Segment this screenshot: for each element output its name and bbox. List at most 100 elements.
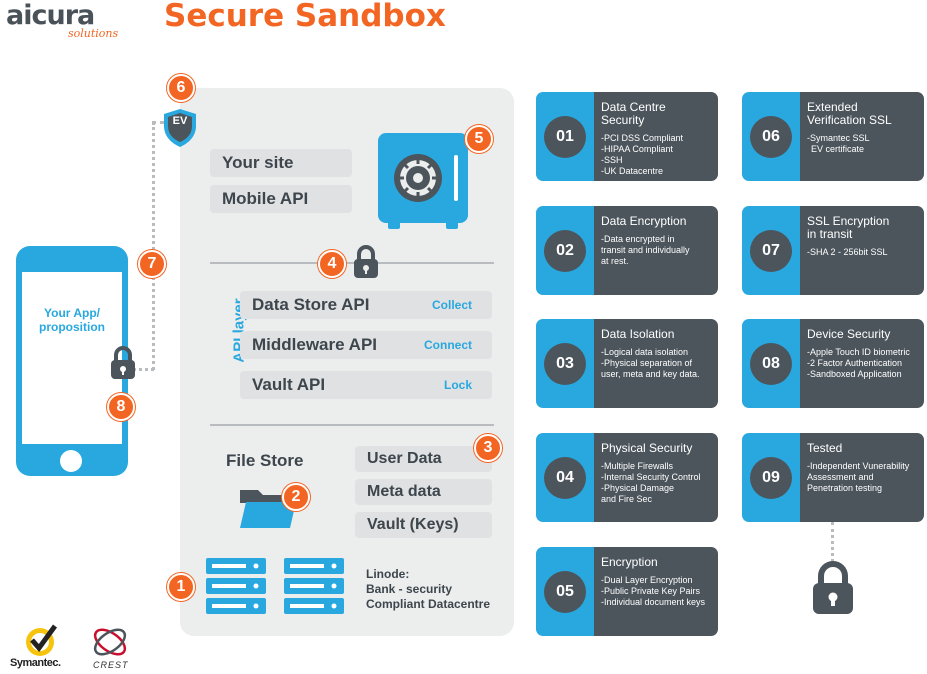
meta-data-box: Meta data [355,479,492,505]
card-line: -Symantec SSL [807,133,870,143]
card-07: 07 SSL Encryption in transit -SHA 2 - 25… [742,206,924,295]
linode-label: Linode: Bank - security Compliant Datace… [366,567,490,612]
badge-6: 6 [167,74,195,102]
user-data-box: User Data [355,446,492,472]
card-05: 05 Encryption -Dual Layer Encryption -Pu… [536,547,718,636]
card-title: SSL Encryption in transit [807,214,890,241]
vault-keys-box: Vault (Keys) [355,512,492,538]
card-title: Tested [807,441,843,455]
card-line: -SHA 2 - 256bit SSL [807,247,888,257]
card-line: -Dual Layer Encryption [601,575,693,585]
card-03: 03 Data Isolation -Logical data isolatio… [536,319,718,408]
server-stack-icon [206,558,266,614]
card-number: 05 [544,570,586,613]
phone-screen [22,272,122,444]
divider-bottom [210,424,494,426]
file-store-label: File Store [226,451,304,470]
phone-home-button [60,450,82,472]
card-line: -Independent Vunerability [807,461,910,471]
card-line: user, meta and key data. [601,369,700,379]
card-line: transit and individually [601,245,690,255]
card-02: 02 Data Encryption -Data encrypted in tr… [536,206,718,295]
card-title: Encryption [601,555,658,569]
card-line: -2 Factor Authentication [807,358,903,368]
badge-2: 2 [282,483,310,511]
connector-lock [831,522,834,562]
card-line: -UK Datacentre [601,166,664,176]
card-line: -Multiple Firewalls [601,461,674,471]
badge-3: 3 [474,434,502,462]
card-line: at rest. [601,256,629,266]
card-number: 09 [750,456,792,499]
card-title: Data Encryption [601,214,687,228]
divider-top [210,262,494,264]
card-line: -Apple Touch ID biometric [807,347,910,357]
card-number: 08 [750,342,792,385]
card-line: -PCI DSS Compliant [601,133,684,143]
large-padlock-icon [813,561,853,614]
card-number: 02 [544,229,586,272]
card-title: Device Security [807,327,891,341]
card-line: -Data encrypted in [601,234,675,244]
connector-bottom [128,368,154,371]
aicura-logo-subtitle: solutions [68,27,119,40]
middleware-api-label: Middleware API [252,335,378,354]
symantec-check-icon [26,624,58,656]
linode-line: Compliant Datacentre [366,597,491,611]
vault-api-label: Vault API [252,375,326,394]
badge-5: 5 [465,125,493,153]
card-line: Assessment and [807,472,874,482]
aicura-logo: aicura [6,0,95,31]
ev-shield-icon [164,109,196,147]
ev-label: EV [172,115,188,127]
card-line: -Logical data isolation [601,347,689,357]
card-number: 07 [750,229,792,272]
linode-line: Linode: [366,567,410,581]
phone-app-label: Your App/ proposition [39,306,105,334]
card-09: 09 Tested -Independent Vunerability Asse… [742,433,924,522]
middleware-api-row: Middleware API Connect [240,331,492,359]
padlock-icon [354,245,378,278]
card-06: 06 Extended Verification SSL -Symantec S… [742,92,924,181]
badge-7: 7 [138,250,166,278]
lock-tag: Lock [443,378,472,392]
card-number: 06 [750,115,792,158]
badge-1: 1 [167,573,195,601]
mobile-api-box: Mobile API [210,185,352,213]
card-01: 01 Data Centre Security -PCI DSS Complia… [536,92,718,181]
vault-safe-icon [378,133,468,229]
card-number: 03 [544,342,586,385]
your-site-box: Your site [210,149,352,177]
connector-vertical [152,122,155,370]
card-line: -Sandboxed Application [807,369,902,379]
card-title: Data Isolation [601,327,675,341]
card-line: -Individual document keys [601,597,706,607]
card-number: 04 [544,456,586,499]
card-title: Data Centre Security [601,100,666,127]
data-store-api-row: Data Store API Collect [240,291,492,319]
card-04: 04 Physical Security -Multiple Firewalls… [536,433,718,522]
card-title: Physical Security [601,441,693,455]
card-line: -Physical separation of [601,358,693,368]
vault-api-row: Vault API Lock [240,371,492,399]
connect-tag: Connect [424,338,472,352]
card-line: -SSH [601,155,623,165]
phone-padlock-icon [111,346,135,379]
card-line: -Public Private Key Pairs [601,586,701,596]
card-line: Penetration testing [807,483,883,493]
linode-line: Bank - security [366,582,453,596]
badge-8: 8 [107,393,135,421]
collect-tag: Collect [431,298,472,312]
card-08: 08 Device Security -Apple Touch ID biome… [742,319,924,408]
crest-logo-icon [93,628,127,656]
card-line: and Fire Sec [601,494,653,504]
card-number: 01 [544,115,586,158]
card-line: -Internal Security Control [601,472,701,482]
card-line: -HIPAA Compliant [601,144,673,154]
folder-icon [240,490,296,528]
card-line: EV certificate [811,144,865,154]
card-title: Extended Verification SSL [807,100,892,127]
server-stack-icon [284,558,344,614]
badge-4: 4 [318,250,346,278]
symantec-logo: Symantec. [10,657,61,669]
